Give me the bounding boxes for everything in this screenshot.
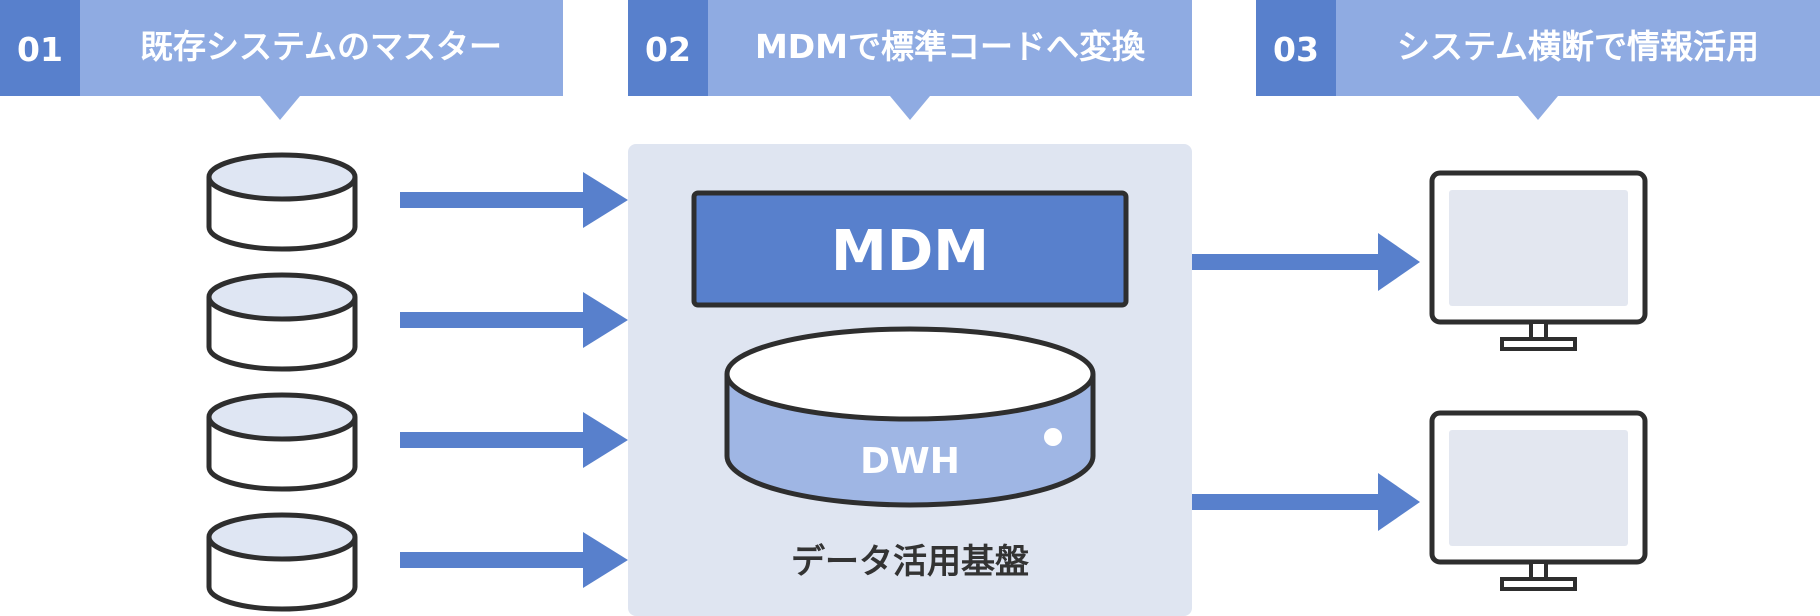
- step-label-box: [1336, 0, 1820, 96]
- source-database-1: [206, 152, 358, 252]
- step-label-box: [708, 0, 1192, 96]
- mdm-box: MDM: [691, 190, 1129, 308]
- monitor-screen: [1449, 430, 1628, 546]
- monitor-icon: [1429, 410, 1648, 591]
- input-arrow-3: [400, 412, 628, 468]
- step-label: システム横断で情報活用: [1397, 27, 1759, 66]
- step-pointer: [890, 96, 930, 120]
- output-arrow-2: [1192, 473, 1420, 531]
- monitor-stand: [1500, 577, 1577, 591]
- step-number: 02: [645, 30, 691, 69]
- step-pointer: [260, 96, 300, 120]
- arrow-right-icon: [583, 292, 628, 348]
- mdm-label: MDM: [831, 219, 989, 284]
- step-number-box: [1256, 0, 1336, 96]
- arrow-right-icon: [583, 532, 628, 588]
- database-icon: [206, 272, 358, 372]
- database-icon: [206, 512, 358, 612]
- step-header-03: 03 システム横断で情報活用: [1256, 0, 1820, 120]
- output-monitor-1: [1429, 170, 1648, 351]
- input-arrow-4: [400, 532, 628, 588]
- step-label: 既存システムのマスター: [140, 27, 502, 66]
- input-arrow-1: [400, 172, 628, 228]
- step-number: 01: [17, 30, 63, 69]
- step-number: 03: [1273, 30, 1319, 69]
- arrow-right-icon: [583, 412, 628, 468]
- step-number-box: [628, 0, 708, 96]
- database-icon: [206, 152, 358, 252]
- database-icon: [206, 392, 358, 492]
- step-number-box: [0, 0, 80, 96]
- source-database-4: [206, 512, 358, 612]
- indicator-dot: [1044, 428, 1062, 446]
- data-platform: MDM DWH データ活用基盤: [628, 144, 1192, 616]
- step-pointer: [1518, 96, 1558, 120]
- dwh-database: DWH: [724, 326, 1096, 508]
- arrow-right-icon: [1378, 473, 1420, 531]
- output-monitor-2: [1429, 410, 1648, 591]
- monitor-stand: [1500, 337, 1577, 351]
- arrow-right-icon: [1378, 233, 1420, 291]
- step-header-01: 01 既存システムのマスター: [0, 0, 563, 120]
- platform-caption: データ活用基盤: [791, 542, 1029, 582]
- input-arrow-2: [400, 292, 628, 348]
- step-label: MDMで標準コードへ変換: [755, 27, 1146, 66]
- monitor-screen: [1449, 190, 1628, 306]
- monitor-icon: [1429, 170, 1648, 351]
- arrow-right-icon: [583, 172, 628, 228]
- database-icon: [724, 326, 1096, 508]
- source-database-2: [206, 272, 358, 372]
- dwh-label: DWH: [860, 441, 960, 482]
- step-header-02: 02 MDMで標準コードへ変換: [628, 0, 1192, 120]
- step-label-box: [80, 0, 563, 96]
- source-database-3: [206, 392, 358, 492]
- output-arrow-1: [1192, 233, 1420, 291]
